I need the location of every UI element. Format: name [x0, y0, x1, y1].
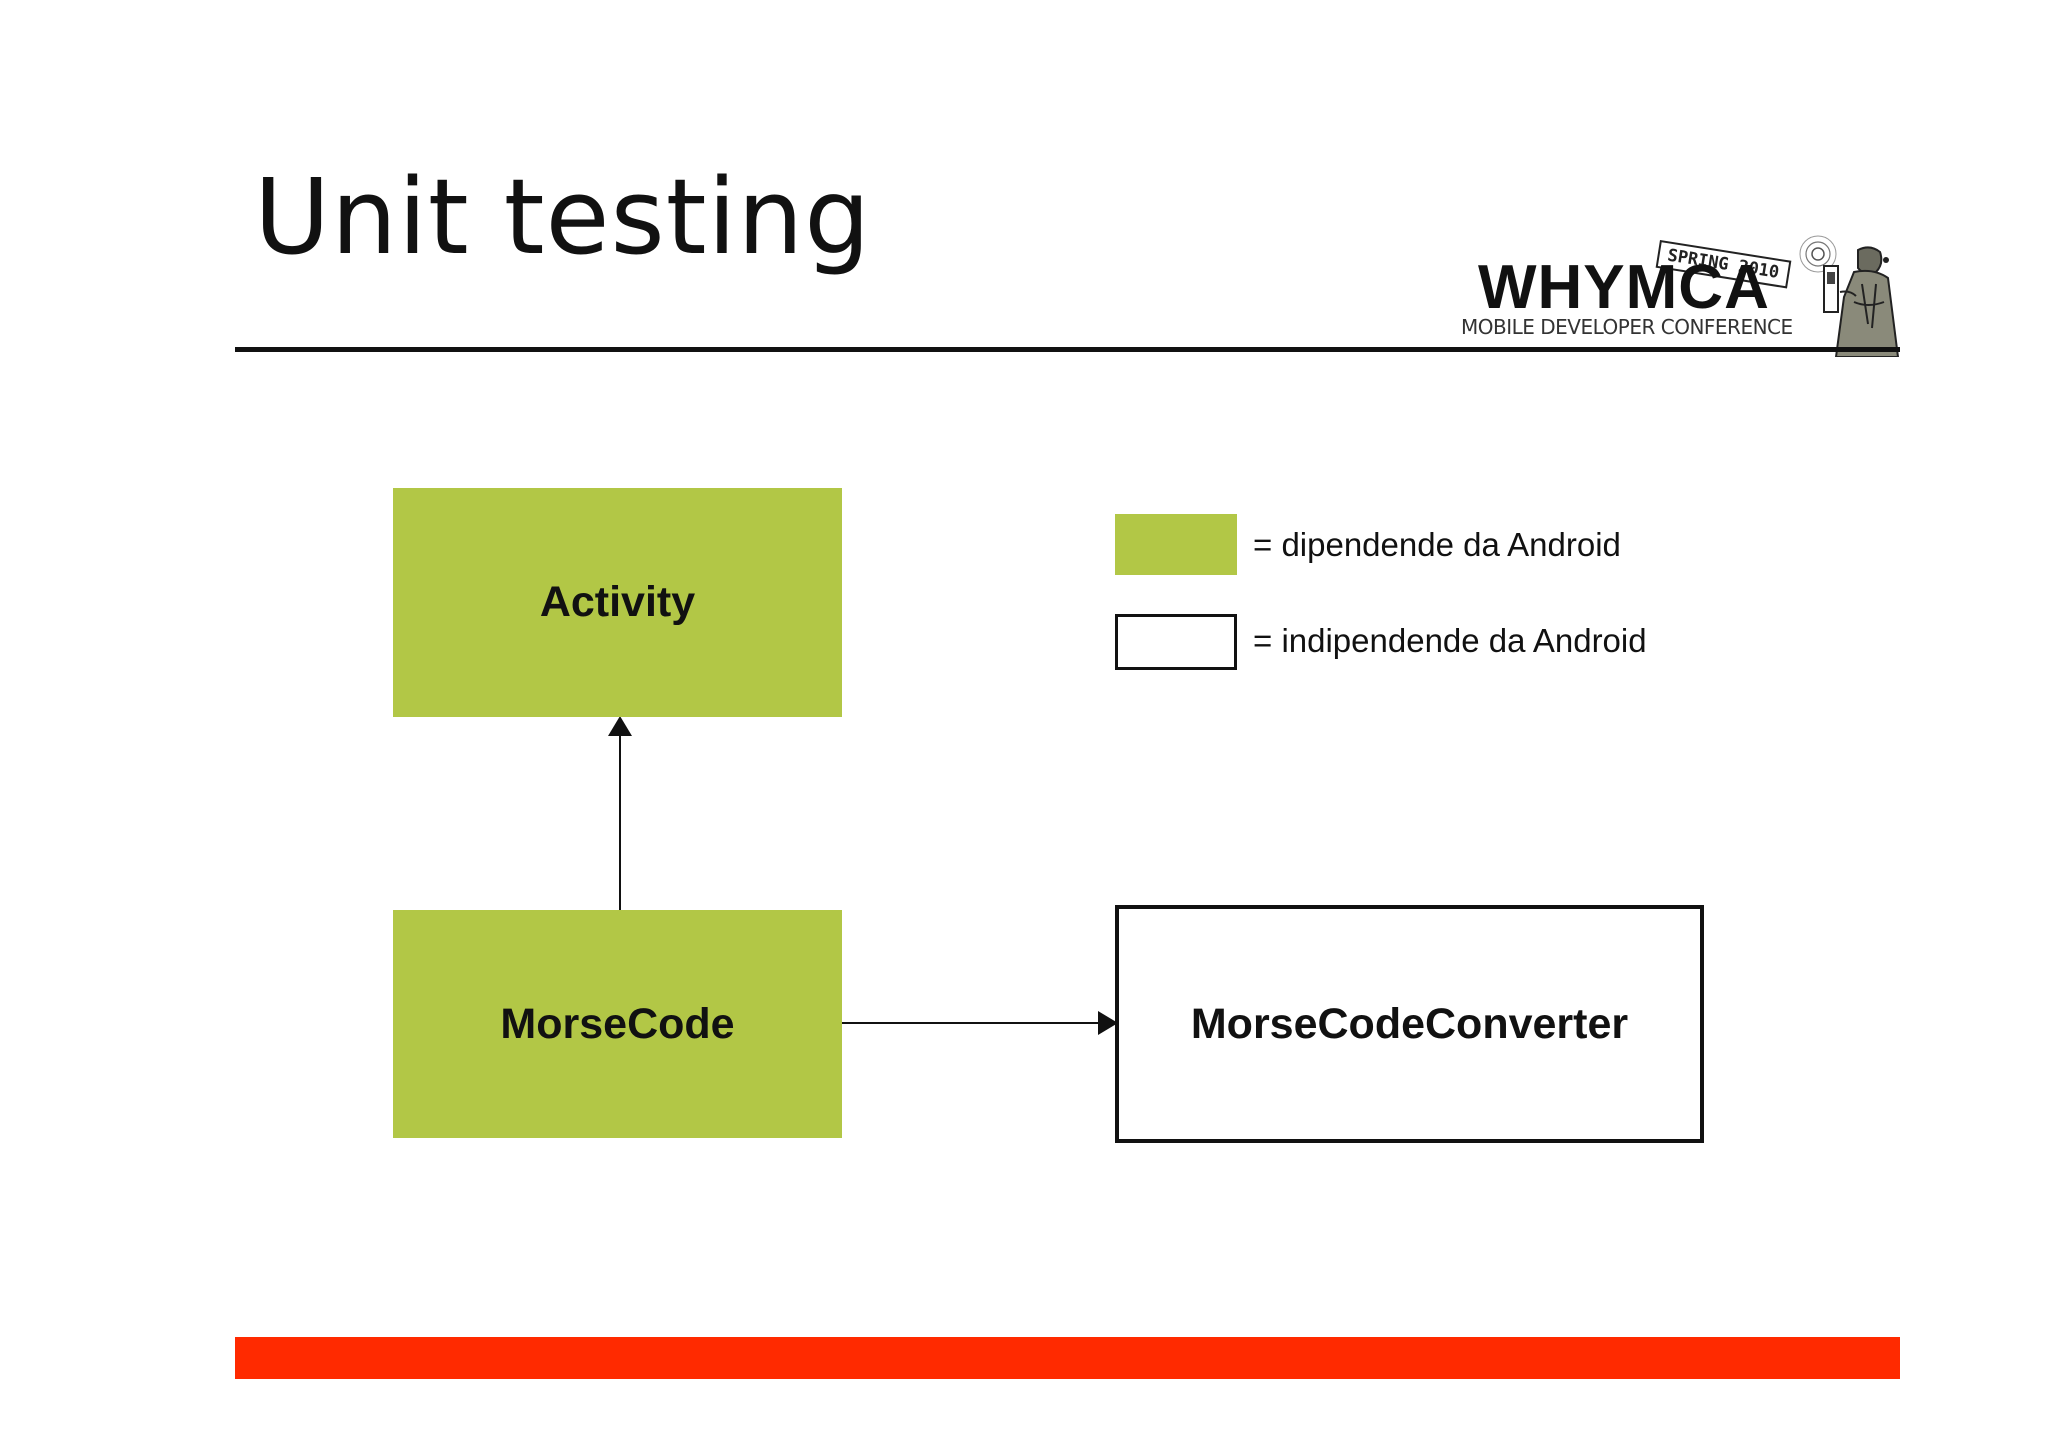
edge-morsecode-to-converter-arrowhead [1098, 1011, 1118, 1035]
title-rule [235, 347, 1900, 352]
legend-swatch-independent [1115, 614, 1237, 670]
footer-bar [235, 1337, 1900, 1379]
node-morsecodeconverter: MorseCodeConverter [1115, 905, 1704, 1143]
legend-swatch-android [1115, 514, 1237, 575]
node-activity: Activity [393, 488, 842, 717]
whymca-logo: SPRING 2010 WHYMCA MOBILE DEVELOPER CONF… [1460, 232, 1900, 357]
logo-tagline: MOBILE DEVELOPER CONFERENCE [1461, 315, 1793, 339]
legend-label-android: = dipendende da Android [1253, 526, 1621, 563]
slide-title: Unit testing [254, 156, 872, 278]
legend-label-independent: = indipendende da Android [1253, 622, 1647, 659]
logo-wordmark: WHYMCA [1478, 253, 1770, 322]
edge-morsecode-to-activity-arrowhead [608, 716, 632, 736]
node-morsecode: MorseCode [393, 910, 842, 1138]
logo-figure-illustration [1799, 235, 1900, 357]
